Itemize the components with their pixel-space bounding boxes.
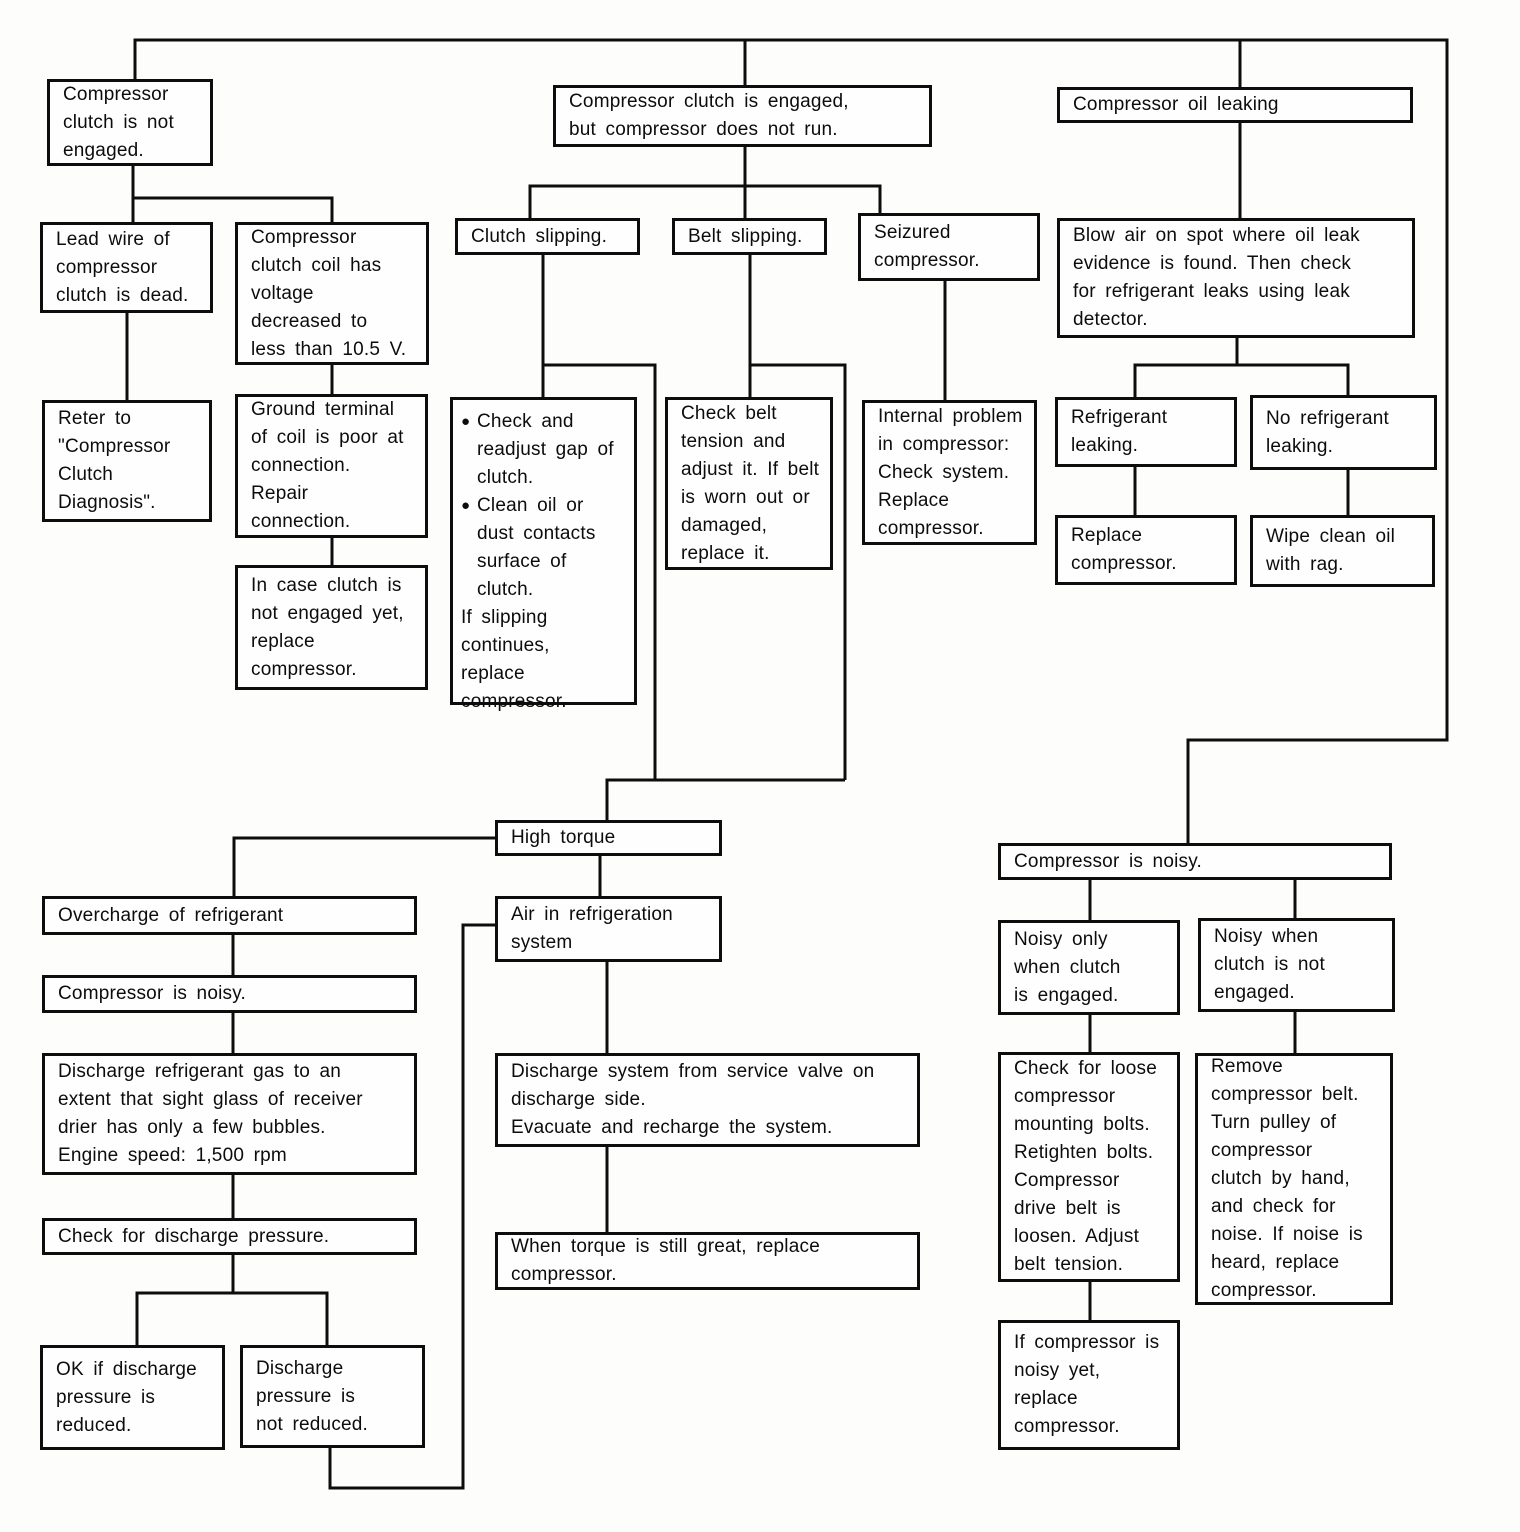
node-text: Seizured compressor. (874, 222, 980, 271)
node-wipe-oil: Wipe clean oil with rag. (1250, 515, 1435, 587)
node-text: Discharge pressure is not reduced. (256, 1357, 369, 1435)
node-text: No refrigerant leaking. (1266, 407, 1389, 457)
bullet-item: ● Check and readjust gap of clutch. (461, 408, 614, 492)
bullet-text: Clean oil or dust contacts surface of cl… (477, 495, 596, 600)
bullet-text: Check and readjust gap of clutch. (477, 411, 614, 488)
node-in-case-replace: In case clutch is not engaged yet, repla… (235, 565, 428, 690)
node-no-refrigerant-leaking: No refrigerant leaking. (1250, 395, 1437, 470)
node-compressor-noisy-right: Compressor is noisy. (998, 843, 1392, 880)
node-text: OK if discharge pressure is reduced. (56, 1358, 197, 1436)
node-text: Wipe clean oil with rag. (1266, 526, 1396, 575)
bullet-icon: ● (461, 413, 471, 430)
connector-group (125, 38, 1449, 1490)
node-text: Compressor is noisy. (58, 983, 246, 1004)
node-text: Belt slipping. (688, 225, 803, 247)
node-not-reduced: Discharge pressure is not reduced. (240, 1345, 425, 1448)
node-text: When torque is still great, replace comp… (511, 1236, 820, 1285)
node-text: Blow air on spot where oil leak evidence… (1073, 225, 1360, 330)
bullet-icon: ● (461, 497, 471, 514)
node-oil-leaking: Compressor oil leaking (1057, 87, 1413, 123)
bullet-tail-text: If slipping continues, replace compresso… (461, 607, 567, 712)
node-internal-problem: Internal problem in compressor: Check sy… (862, 400, 1037, 545)
node-text: Replace compressor. (1071, 525, 1177, 574)
node-text: Noisy when clutch is not engaged. (1214, 926, 1325, 1003)
bullet-list: ● Check and readjust gap of clutch. ● Cl… (461, 408, 614, 716)
node-lead-wire-dead: Lead wire of compressor clutch is dead. (40, 222, 213, 313)
node-ground-terminal: Ground terminal of coil is poor at conne… (235, 394, 428, 538)
node-engaged-not-run: Compressor clutch is engaged, but compre… (553, 85, 932, 147)
node-noisy-yet: If compressor is noisy yet, replace comp… (998, 1320, 1180, 1450)
node-text: Check belt tension and adjust it. If bel… (681, 402, 820, 564)
node-torque-still-great: When torque is still great, replace comp… (495, 1232, 920, 1290)
node-coil-voltage: Compressor clutch coil has voltage decre… (235, 222, 429, 365)
node-text: Air in refrigeration system (511, 904, 673, 953)
node-text: Lead wire of compressor clutch is dead. (56, 228, 189, 306)
node-text: Overcharge of refrigerant (58, 904, 284, 926)
node-text: Compressor clutch is not engaged. (63, 83, 174, 161)
node-overcharge: Overcharge of refrigerant (42, 896, 417, 935)
node-refrigerant-leaking: Refrigerant leaking. (1055, 397, 1237, 467)
node-noisy-clutch-not-engaged: Noisy when clutch is not engaged. (1198, 918, 1395, 1012)
node-text: Compressor is noisy. (1014, 850, 1202, 872)
node-high-torque: High torque (495, 820, 722, 856)
node-seizured-compressor: Seizured compressor. (858, 213, 1040, 281)
node-compressor-noisy-left: Compressor is noisy. (42, 975, 417, 1013)
node-clutch-slipping: Clutch slipping. (455, 218, 640, 255)
node-check-bolts: Check for loose compressor mounting bolt… (998, 1052, 1180, 1282)
node-text: Ground terminal of coil is poor at conne… (251, 399, 404, 532)
node-discharge-gas: Discharge refrigerant gas to an extent t… (42, 1053, 417, 1175)
node-ok-reduced: OK if discharge pressure is reduced. (40, 1345, 225, 1450)
node-remove-belt: Remove compressor belt. Turn pulley of c… (1195, 1053, 1393, 1305)
node-blow-air: Blow air on spot where oil leak evidence… (1057, 218, 1415, 338)
node-text: Internal problem in compressor: Check sy… (878, 405, 1023, 539)
node-text: Clutch slipping. (471, 225, 608, 247)
node-text: High torque (511, 827, 616, 848)
node-text: Compressor oil leaking (1073, 94, 1279, 115)
node-belt-slipping: Belt slipping. (672, 218, 827, 255)
node-belt-actions: Check belt tension and adjust it. If bel… (665, 397, 833, 570)
node-text: Remove compressor belt. Turn pulley of c… (1211, 1056, 1363, 1301)
node-air-in-system: Air in refrigeration system (495, 896, 722, 962)
node-text: Discharge refrigerant gas to an extent t… (58, 1061, 363, 1166)
node-text: Discharge system from service valve on d… (511, 1061, 875, 1138)
node-text: Reter to "Compressor Clutch Diagnosis". (58, 408, 171, 513)
node-refer-diagnosis: Reter to "Compressor Clutch Diagnosis". (42, 400, 212, 522)
node-text: Compressor clutch is engaged, but compre… (569, 91, 849, 140)
node-clutch-not-engaged: Compressor clutch is not engaged. (47, 79, 213, 166)
node-text: Check for loose compressor mounting bolt… (1014, 1058, 1158, 1275)
node-clutch-slipping-actions: ● Check and readjust gap of clutch. ● Cl… (450, 397, 637, 712)
node-text: If compressor is noisy yet, replace comp… (1014, 1332, 1160, 1437)
bullet-item: ● Clean oil or dust contacts surface of … (461, 492, 614, 604)
node-text: Noisy only when clutch is engaged. (1014, 928, 1121, 1006)
node-text: In case clutch is not engaged yet, repla… (251, 574, 404, 680)
node-text: Refrigerant leaking. (1071, 407, 1168, 456)
node-discharge-system: Discharge system from service valve on d… (495, 1053, 920, 1147)
node-text: Check for discharge pressure. (58, 1225, 330, 1247)
node-noisy-clutch-engaged: Noisy only when clutch is engaged. (998, 920, 1180, 1015)
node-text: Compressor clutch coil has voltage decre… (251, 226, 407, 360)
node-check-pressure: Check for discharge pressure. (42, 1218, 417, 1255)
node-replace-compressor: Replace compressor. (1055, 515, 1237, 585)
